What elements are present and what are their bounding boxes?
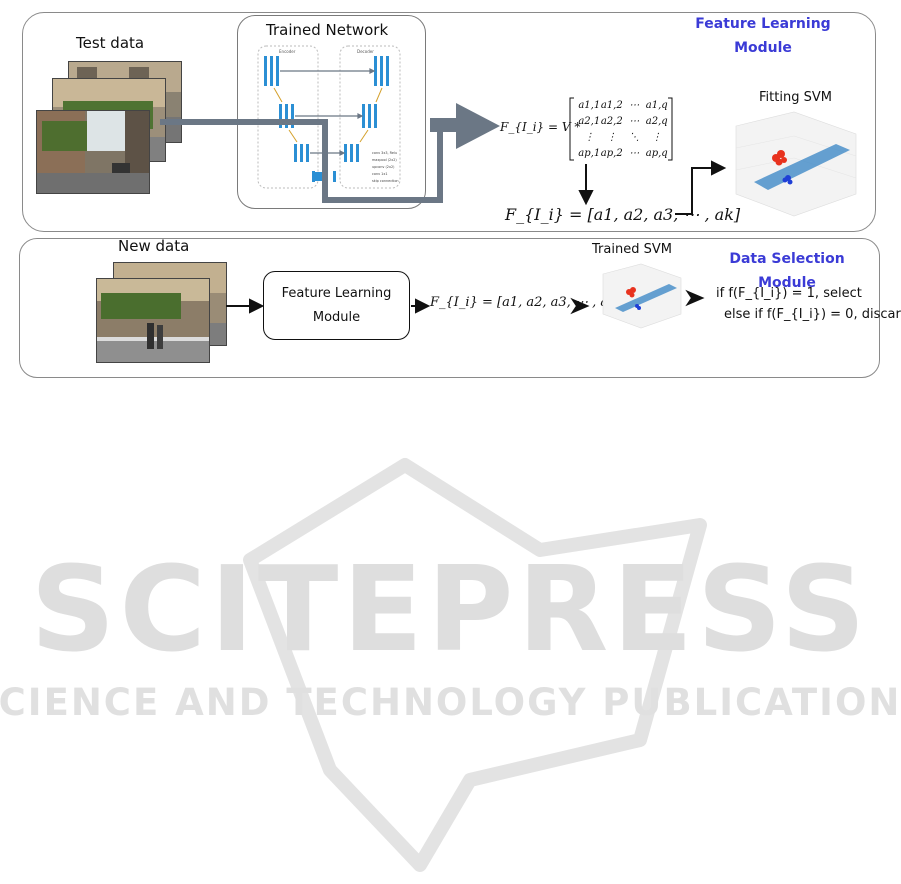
trained-svm-hyperplane xyxy=(615,284,677,312)
matrix-cell: ap,q xyxy=(645,147,668,159)
data-selection-title: Data Selection Module xyxy=(729,251,845,291)
bottom-connector-arrows xyxy=(226,289,705,315)
matrix-cell: a1,2 xyxy=(600,99,623,111)
trained-network-label: Trained Network xyxy=(266,21,389,39)
new-photo-1 xyxy=(96,278,210,363)
matrix-cells: a1,1 a1,2 ⋯ a1,q a2,1 a2,2 ⋯ a2,q ⋮ ⋮ ⋱ … xyxy=(578,97,668,161)
matrix-cell: a2,1 xyxy=(578,115,601,127)
watermark-sub-text: SCIENCE AND TECHNOLOGY PUBLICATIONS xyxy=(0,681,901,724)
feature-matrix xyxy=(569,97,673,161)
test-data-label: Test data xyxy=(76,34,145,52)
encoder-region xyxy=(257,45,319,189)
rule-select-text: if f(F_{I_i}) = 1, select xyxy=(716,286,862,301)
module-box-line2: Module xyxy=(312,309,361,325)
matrix-cell: a1,q xyxy=(645,99,668,111)
feature-learning-title-text: Feature Learning Module xyxy=(695,16,831,56)
new-data-label: New data xyxy=(118,237,190,255)
feature-vector-formula-top: F_{I_i} = [a1, a2, a3, ⋯ , ak] xyxy=(505,205,741,224)
matrix-formula-lhs: F_{I_i} = V * xyxy=(500,120,581,134)
matrix-cell: ap,1 xyxy=(578,147,601,159)
matrix-cell: ⋱ xyxy=(629,131,640,143)
flow-arrow-head xyxy=(456,103,500,149)
matrix-cell: ⋮ xyxy=(651,131,662,143)
encoder-label: Encoder xyxy=(279,49,296,54)
decoder-region xyxy=(339,45,401,189)
legend-skip: skip connection xyxy=(372,179,399,183)
data-flow-arrow xyxy=(160,103,500,203)
feature-learning-title: Feature Learning Module xyxy=(688,12,838,60)
fitting-svm-plot xyxy=(735,111,857,217)
matrix-cell: ⋮ xyxy=(584,131,595,143)
module-box-line1: Feature Learning xyxy=(281,285,392,301)
test-photo-1 xyxy=(36,110,150,194)
matrix-cell: ⋯ xyxy=(629,99,640,111)
legend-conv: conv 3x3, Relu xyxy=(372,151,397,155)
to-trained-svm-arrow xyxy=(570,297,590,315)
matrix-cell: a1,1 xyxy=(578,99,601,111)
svm-hyperplane xyxy=(754,144,850,190)
legend-conv1x1: conv 1x1 xyxy=(372,172,388,176)
legend-upconv: upconv (2x2) xyxy=(372,165,395,169)
rule-discard-text: else if f(F_{I_i}) = 0, discard xyxy=(724,307,901,322)
matrix-cell: ⋮ xyxy=(606,131,617,143)
watermark: SCITEPRESS SCIENCE AND TECHNOLOGY PUBLIC… xyxy=(0,458,901,872)
matrix-cell: a2,2 xyxy=(600,115,623,127)
to-rule-arrow xyxy=(685,289,705,307)
trained-svm-label: Trained SVM xyxy=(592,242,672,257)
matrix-cell: ⋯ xyxy=(629,115,640,127)
trained-network-box xyxy=(237,15,426,209)
matrix-cell: a2,q xyxy=(645,115,668,127)
feature-learning-module-box: Feature Learning Module xyxy=(263,271,410,340)
top-connector-arrows xyxy=(578,160,727,215)
decoder-label: Decoder xyxy=(357,49,374,54)
trained-svm-plot xyxy=(602,263,682,329)
fitting-svm-label: Fitting SVM xyxy=(759,90,832,105)
matrix-cell: ap,2 xyxy=(600,147,623,159)
feature-vector-formula-bottom: F_{I_i} = [a1, a2, a3, ⋯ , ak] xyxy=(430,295,622,310)
legend-maxpool: maxpool (2x2) xyxy=(372,158,397,162)
watermark-map-outline xyxy=(243,458,707,872)
unet-diagram: Encoder Decoder conv 3x3, Relu maxpool (… xyxy=(257,45,401,189)
matrix-cell: ⋯ xyxy=(629,147,640,159)
watermark-main-text: SCITEPRESS xyxy=(30,540,869,678)
